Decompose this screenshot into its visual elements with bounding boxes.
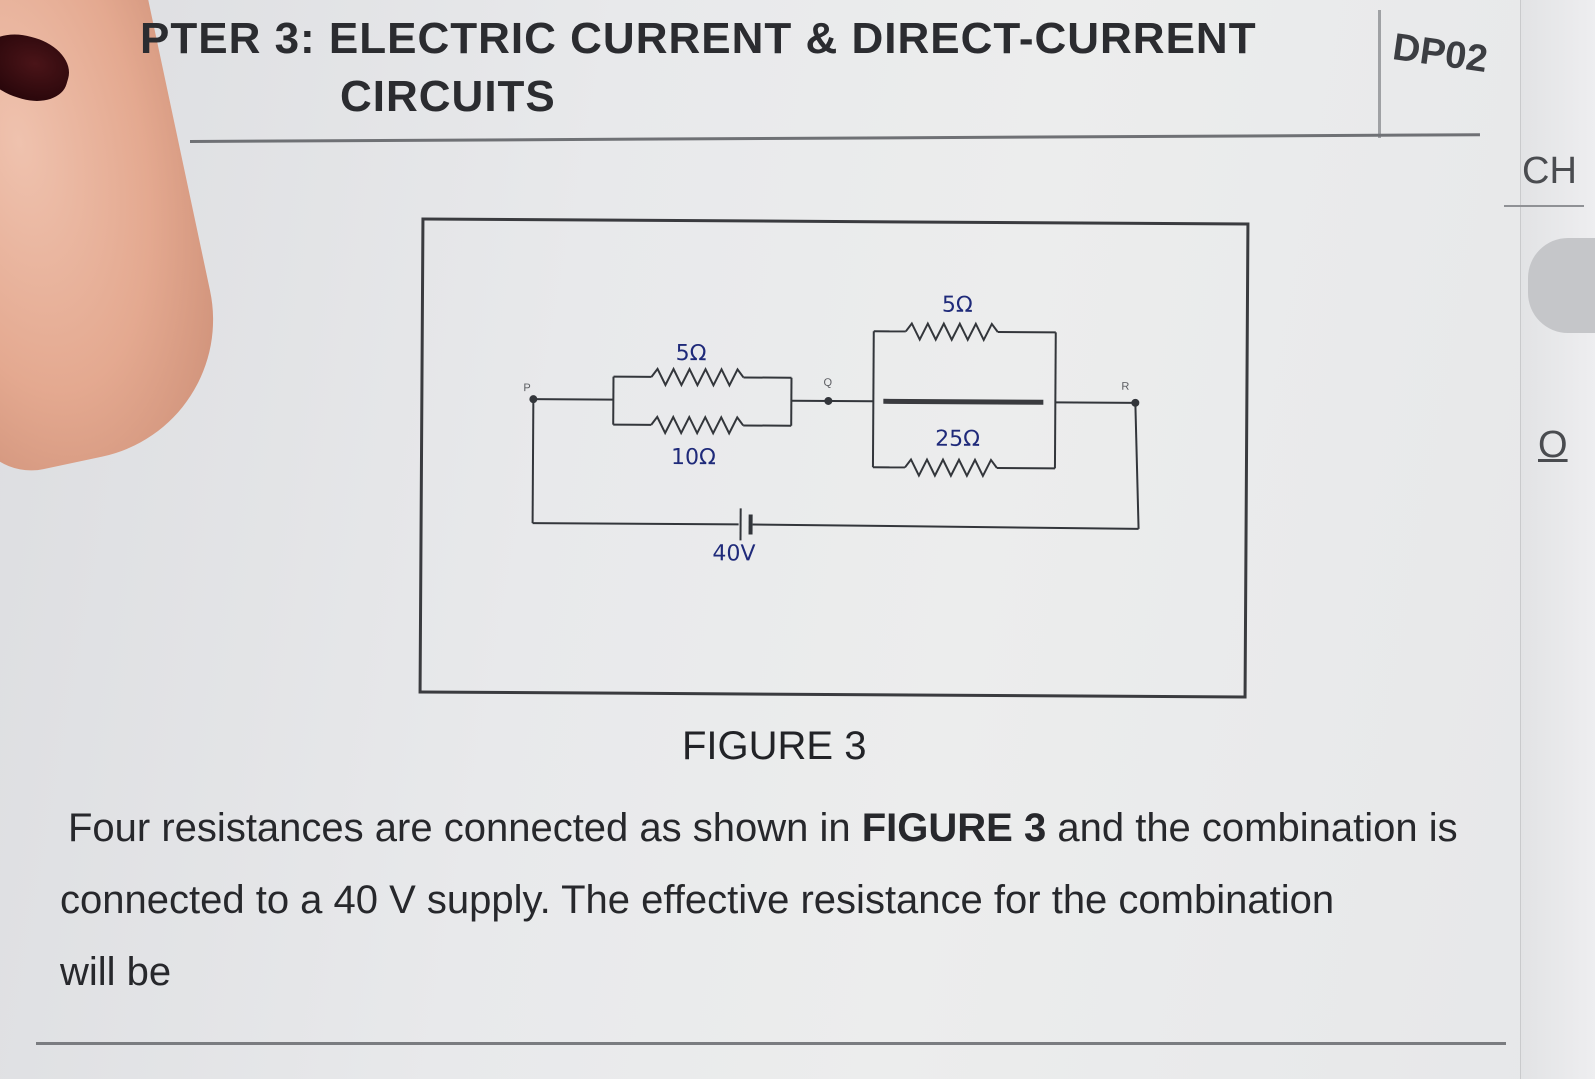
label-p: P [523, 382, 530, 394]
label-q: Q [823, 377, 832, 389]
resistor-right-top-label: 5Ω [942, 293, 973, 318]
bottom-rule [36, 1042, 1506, 1045]
circuit-diagram: P 5Ω 10Ω Q 5Ω [523, 293, 1140, 567]
figure-caption: FIGURE 3 [682, 724, 867, 768]
wire-right-short [883, 398, 1044, 405]
resistor-left-bottom-label: 10Ω [671, 445, 716, 470]
wire-right-bar-left [871, 331, 875, 468]
wire-q [791, 399, 874, 403]
question-line1-post: and the combination is [1046, 806, 1458, 850]
chapter-title: PTER 3: ELECTRIC CURRENT & DIRECT-CURREN… [140, 10, 1360, 126]
chapter-title-line1: PTER 3: ELECTRIC CURRENT & DIRECT-CURREN… [140, 14, 1257, 63]
next-page-shape [1528, 238, 1595, 333]
resistor-right-bottom-label: 25Ω [935, 427, 980, 452]
node-r [1131, 398, 1140, 407]
course-code: DP02 [1390, 26, 1491, 82]
chapter-title-line2: CIRCUITS [340, 72, 556, 121]
resistor-left-bottom [650, 414, 745, 436]
question-line2: connected to a 40 V supply. The effectiv… [60, 878, 1335, 922]
question-line3: will be [60, 950, 172, 994]
wire-outer-bottom-left [532, 522, 739, 526]
question-figure-ref: FIGURE 3 [861, 806, 1047, 850]
header-divider [1378, 10, 1381, 138]
wire-right-bar-right [1053, 332, 1057, 469]
resistor-left-top [650, 366, 745, 388]
header-rule [189, 133, 1480, 143]
resistor-right-bottom [904, 457, 998, 479]
resistor-right-top [904, 321, 999, 343]
node-q [824, 396, 833, 405]
wire-outer-right [1134, 402, 1140, 529]
wire-outer-left [531, 399, 535, 524]
question-text: Four resistances are connected as shown … [60, 792, 1480, 1008]
figure-frame: P 5Ω 10Ω Q 5Ω [418, 217, 1250, 699]
wire-outer-bottom-right [752, 523, 1139, 530]
fingernail [0, 25, 77, 110]
next-page-edge [1520, 0, 1595, 1079]
battery-label: 40V [712, 541, 755, 566]
next-page-label: CH [1522, 150, 1577, 192]
next-page-rule [1504, 205, 1584, 207]
resistor-left-top-label: 5Ω [676, 341, 707, 366]
next-page-letter: O [1538, 424, 1568, 466]
question-line1: Four resistances are connected as shown … [60, 792, 1480, 864]
label-r: R [1121, 381, 1129, 393]
question-line1-pre: Four resistances are connected as shown … [68, 806, 862, 850]
